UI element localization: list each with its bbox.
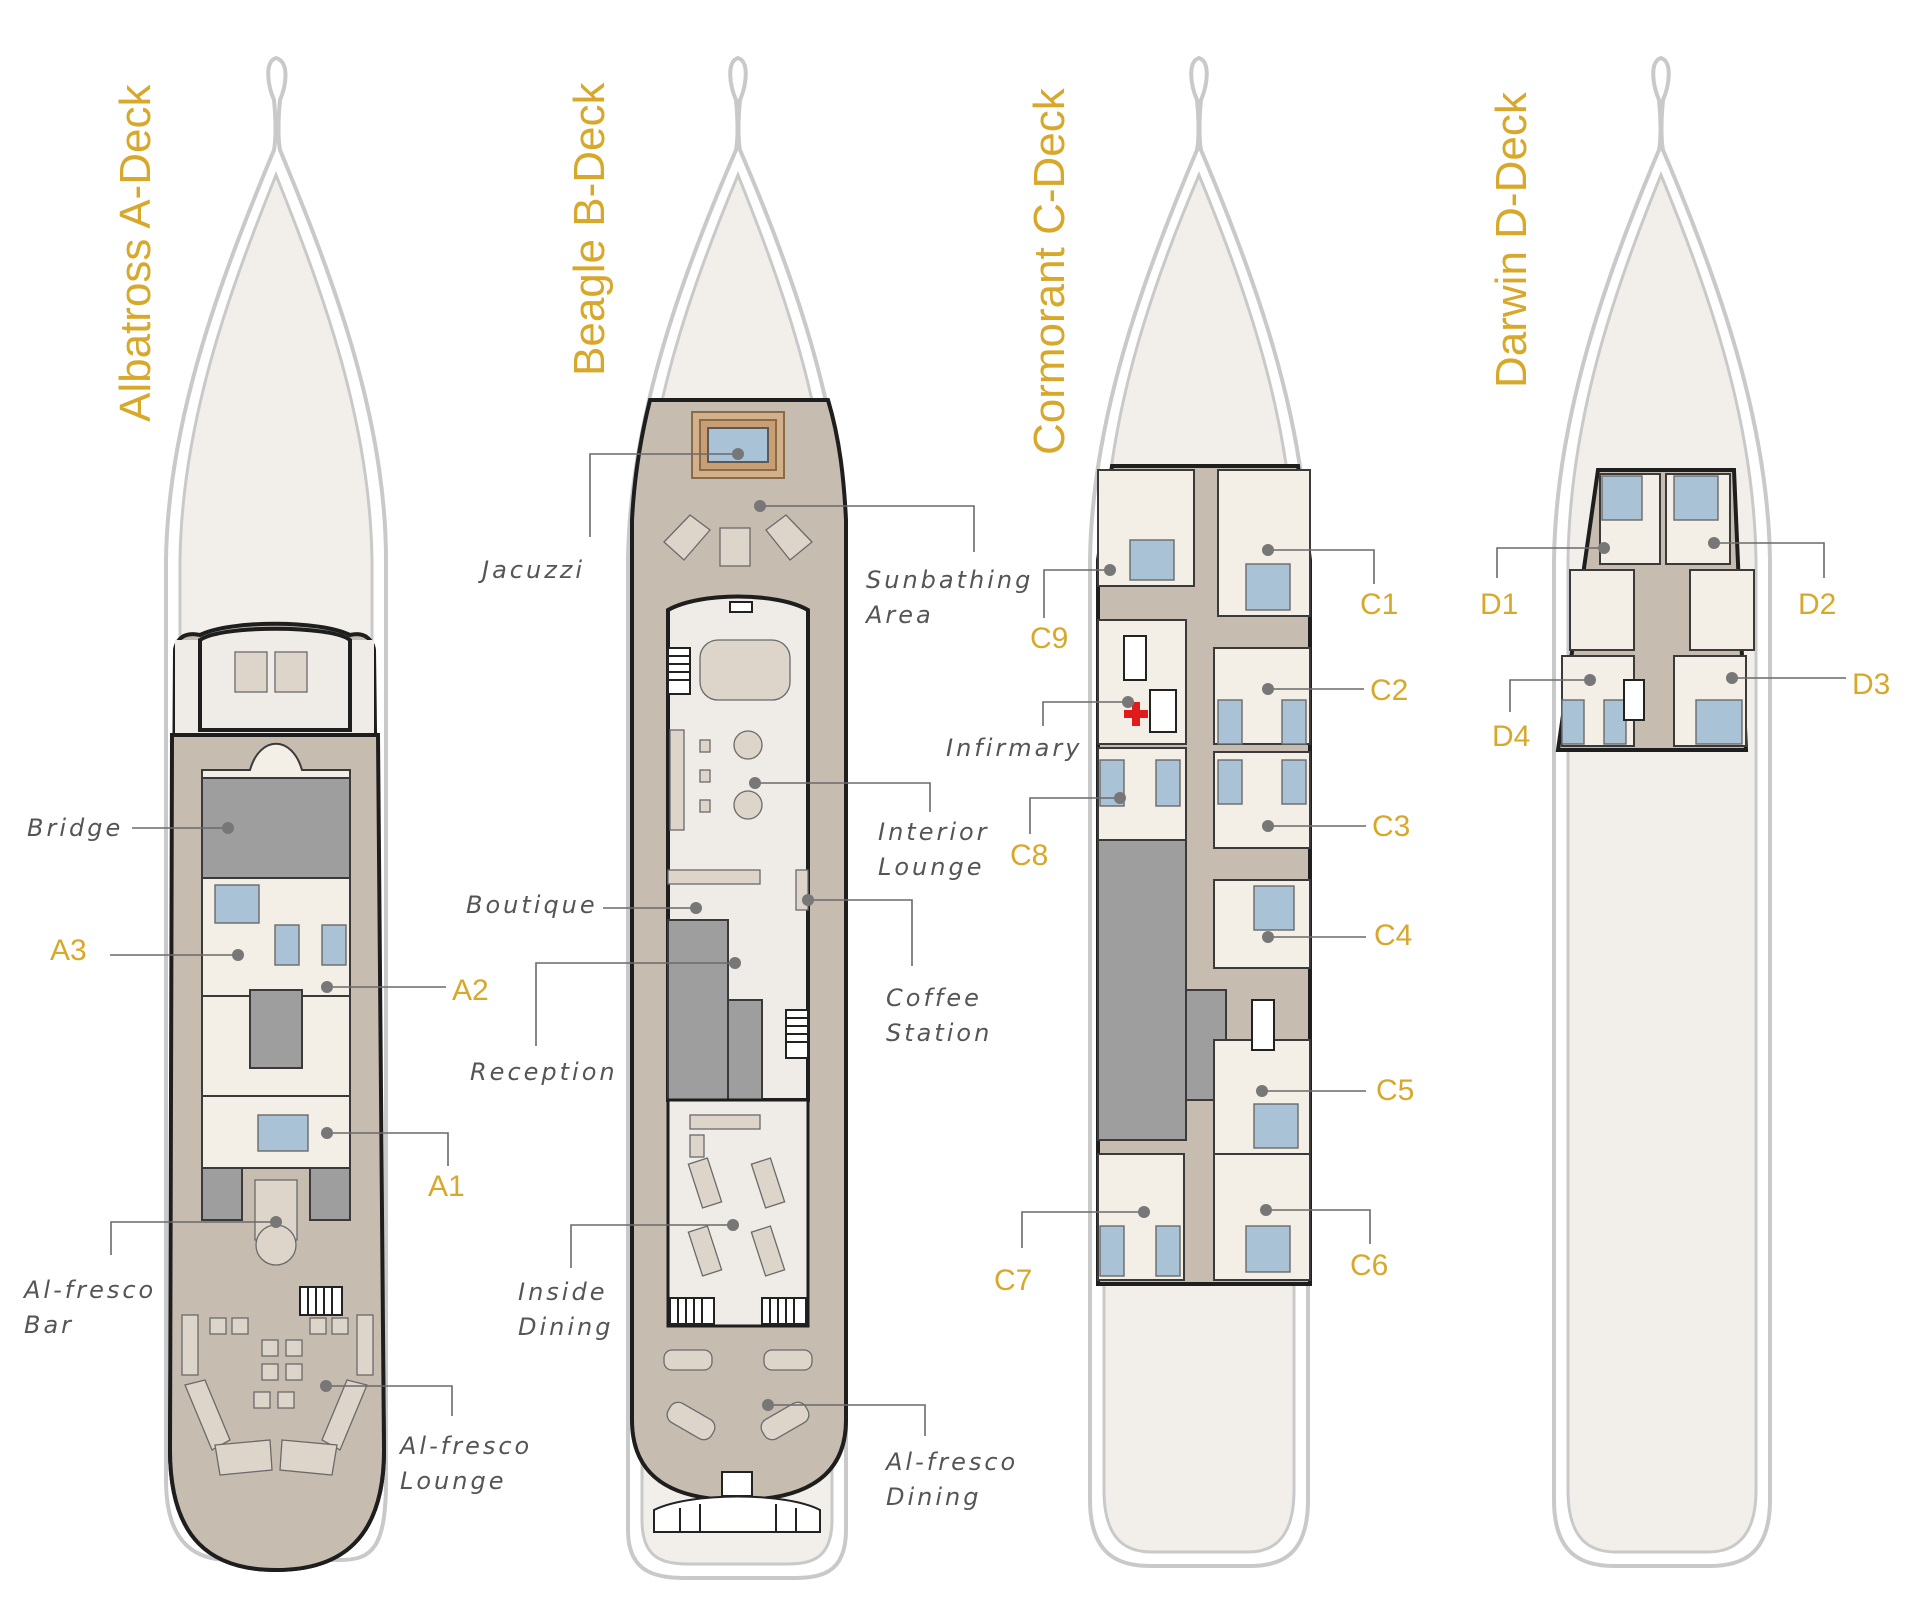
bed bbox=[1253, 885, 1295, 931]
bed bbox=[1155, 1225, 1181, 1277]
bed bbox=[1561, 699, 1585, 745]
deck-c-title: Cormorant C-Deck bbox=[1025, 87, 1074, 455]
reception-room bbox=[667, 919, 729, 1101]
inside-dining-label-line1: Inside bbox=[518, 1278, 607, 1306]
infirmary-cross-v bbox=[1132, 702, 1140, 726]
stairs bbox=[1123, 635, 1147, 681]
alfresco-dining-label-line2: Dining bbox=[886, 1483, 981, 1511]
infirmary-label: Infirmary bbox=[946, 734, 1082, 762]
bed bbox=[1099, 1225, 1125, 1277]
cabin-d1-code: D1 bbox=[1480, 588, 1518, 621]
bed bbox=[1253, 1103, 1299, 1149]
bed bbox=[1281, 699, 1307, 745]
cabin-a2-code: A2 bbox=[452, 974, 489, 1007]
deck-b: Beagle B-Deck Jacuzzi Sunbathing Area In… bbox=[466, 55, 1033, 1580]
bed bbox=[1217, 759, 1243, 805]
cabin-c5-code: C5 bbox=[1376, 1074, 1414, 1107]
deck-chair bbox=[274, 651, 308, 693]
c-deck-service bbox=[1097, 839, 1187, 1141]
bed bbox=[1245, 1225, 1291, 1273]
stairs bbox=[761, 1297, 807, 1325]
cabin-c9-code: C9 bbox=[1030, 622, 1068, 655]
bed bbox=[1245, 563, 1291, 611]
bed bbox=[274, 924, 300, 966]
stairs bbox=[1623, 679, 1645, 721]
cabin-c2-code: C2 bbox=[1370, 674, 1408, 707]
cabin-a3-code: A3 bbox=[50, 934, 87, 967]
alfresco-bar-label-line1: Al-fresco bbox=[22, 1276, 156, 1304]
alfresco-lounge-label-line1: Al-fresco bbox=[398, 1432, 532, 1460]
bridge-label: Bridge bbox=[27, 814, 123, 842]
bed bbox=[214, 884, 260, 924]
bed bbox=[1281, 759, 1307, 805]
interior-lounge-label-line1: Interior bbox=[878, 818, 990, 846]
bed bbox=[1155, 759, 1181, 807]
boutique-label: Boutique bbox=[466, 891, 598, 919]
alfresco-dining-label-line1: Al-fresco bbox=[884, 1448, 1018, 1476]
reception-label: Reception bbox=[470, 1058, 618, 1086]
deck-a: Albatross A-Deck Bridge A3 A2 A1 Al-fres… bbox=[22, 55, 532, 1573]
bed bbox=[1217, 699, 1243, 745]
sunbathing-label-line1: Sunbathing bbox=[866, 566, 1033, 594]
alfresco-lounge-label-line2: Lounge bbox=[400, 1467, 506, 1495]
stairs bbox=[669, 1297, 715, 1325]
bed bbox=[321, 924, 347, 966]
deck-chair bbox=[234, 651, 268, 693]
cabin-d3-code: D3 bbox=[1852, 668, 1890, 701]
stairs bbox=[1149, 689, 1177, 733]
jacuzzi-label: Jacuzzi bbox=[478, 556, 585, 584]
cabin-d2-code: D2 bbox=[1798, 588, 1836, 621]
cabin-a1-code: A1 bbox=[428, 1170, 465, 1203]
cabin-d4-code: D4 bbox=[1492, 720, 1530, 753]
cabin-c6-code: C6 bbox=[1350, 1249, 1388, 1282]
cabin-c1-code: C1 bbox=[1360, 588, 1398, 621]
bed bbox=[1603, 699, 1627, 745]
interior-lounge-label-line2: Lounge bbox=[878, 853, 984, 881]
stairs bbox=[299, 1286, 343, 1316]
cabin-c7-code: C7 bbox=[994, 1264, 1032, 1297]
cabin-c8-code: C8 bbox=[1010, 839, 1048, 872]
bed bbox=[257, 1114, 309, 1152]
sunbathing-label-line2: Area bbox=[864, 601, 934, 629]
stairs bbox=[1251, 999, 1275, 1051]
inside-dining-label-line2: Dining bbox=[518, 1313, 613, 1341]
bed bbox=[1673, 475, 1719, 521]
bed bbox=[1601, 475, 1643, 521]
coffee-station-label-line2: Station bbox=[886, 1019, 992, 1047]
bed bbox=[1129, 539, 1175, 581]
bed bbox=[1695, 699, 1743, 745]
coffee-station-label-line1: Coffee bbox=[886, 984, 982, 1012]
deck-b-title: Beagle B-Deck bbox=[565, 82, 614, 376]
stairs bbox=[721, 1471, 753, 1497]
deck-d-title: Darwin D-Deck bbox=[1487, 91, 1536, 388]
alfresco-bar-label-line2: Bar bbox=[24, 1311, 74, 1339]
deck-d: Darwin D-Deck D1 D2 D3 D4 bbox=[1480, 55, 1890, 1568]
deck-c: Cormorant C-Deck C1 C9 C2 Infirmary C3 C… bbox=[946, 55, 1414, 1568]
cabin-c4-code: C4 bbox=[1374, 919, 1412, 952]
deck-a-title: Albatross A-Deck bbox=[111, 84, 160, 422]
cabin-c3-code: C3 bbox=[1372, 810, 1410, 843]
